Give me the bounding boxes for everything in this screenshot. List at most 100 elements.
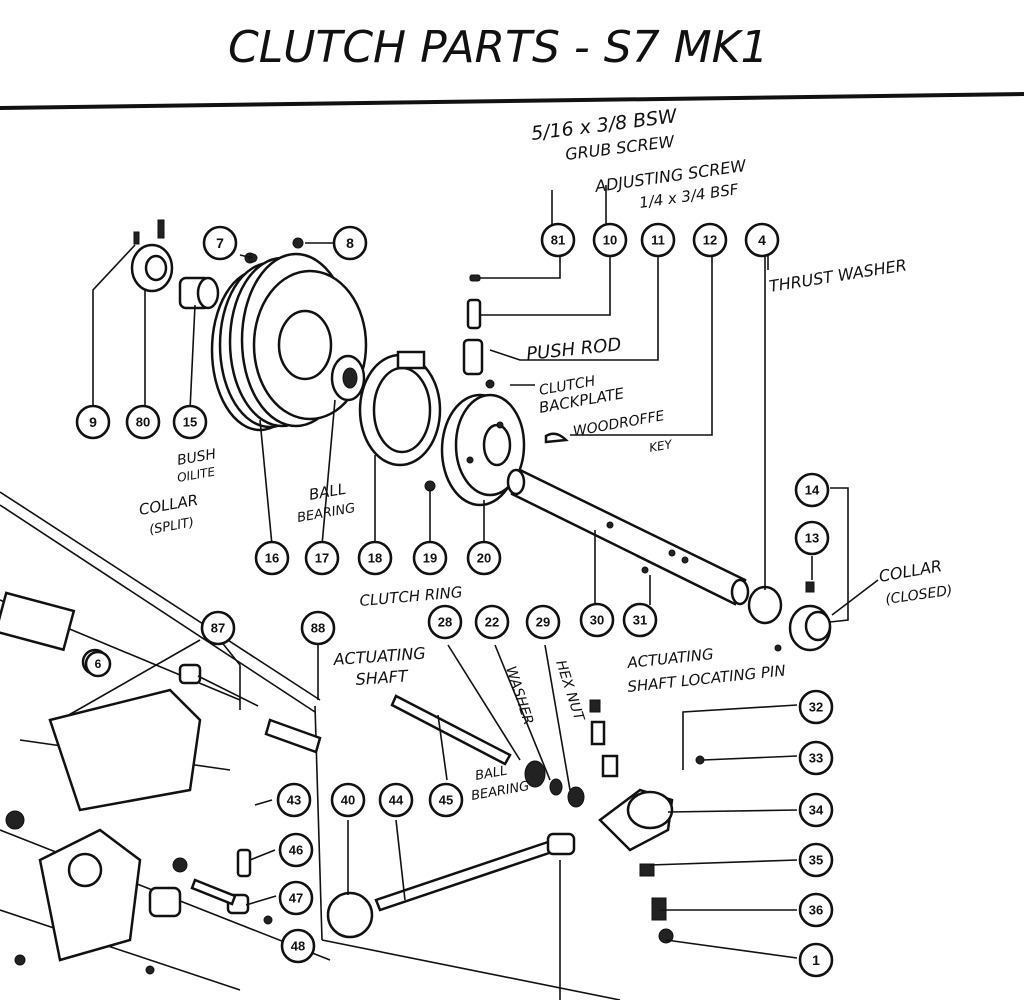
svg-text:9: 9 (89, 414, 97, 430)
svg-text:15: 15 (183, 415, 197, 430)
svg-text:43: 43 (287, 793, 301, 808)
callout-81: 81 (540, 222, 576, 258)
svg-text:44: 44 (389, 793, 404, 808)
callout-15: 15 (172, 404, 208, 440)
oilite-bush-icon (178, 276, 220, 310)
screw-icon (639, 863, 655, 877)
cone-pulley-icon (210, 252, 368, 432)
split-collar-icon (130, 243, 174, 293)
svg-text:29: 29 (536, 615, 550, 630)
callout-13: 13 (794, 520, 830, 556)
svg-text:22: 22 (485, 615, 499, 630)
label-ball-2: BALL (474, 764, 508, 784)
label-bush: BUSH (176, 446, 218, 469)
clutch-backplate-icon (440, 393, 526, 507)
label-key: KEY (648, 437, 675, 455)
svg-text:46: 46 (289, 843, 303, 858)
page-title: CLUTCH PARTS - S7 MK1 (228, 22, 769, 73)
callout-29: 29 (525, 604, 561, 640)
callout-44: 44 (378, 782, 414, 818)
headstock-casting (0, 491, 621, 1000)
callout-10: 10 (592, 222, 628, 258)
callout-7: 7 (202, 225, 238, 261)
callout-36: 36 (798, 892, 834, 928)
callout-48: 48 (280, 928, 316, 964)
actuating-lever-icon (589, 699, 674, 852)
callout-43: 43 (276, 782, 312, 818)
svg-text:45: 45 (439, 793, 453, 808)
callout-40: 40 (330, 782, 366, 818)
svg-text:17: 17 (315, 551, 329, 566)
svg-text:81: 81 (551, 233, 565, 248)
svg-text:7: 7 (216, 235, 224, 251)
grub-screw-icon (462, 274, 495, 389)
nut-icon (292, 237, 304, 249)
svg-text:4: 4 (758, 232, 766, 248)
callout-80: 80 (125, 404, 161, 440)
callout-17: 17 (304, 540, 340, 576)
label-split: (SPLIT) (148, 515, 195, 538)
label-ball: BALL (308, 480, 348, 504)
pin-icon (424, 480, 436, 492)
callout-22: 22 (474, 604, 510, 640)
svg-text:30: 30 (590, 613, 604, 628)
svg-text:13: 13 (805, 531, 819, 546)
svg-text:34: 34 (809, 803, 824, 818)
label-oilite: OILITE (176, 464, 216, 484)
callout-19: 19 (412, 540, 448, 576)
label-thrust-washer: THRUST WASHER (768, 255, 908, 296)
header-rule (0, 92, 1024, 110)
callout-14: 14 (794, 472, 830, 508)
svg-text:18: 18 (368, 551, 382, 566)
svg-text:87: 87 (211, 621, 225, 636)
svg-text:40: 40 (341, 793, 355, 808)
svg-text:19: 19 (423, 551, 437, 566)
callout-47: 47 (278, 880, 314, 916)
svg-text:1: 1 (812, 952, 820, 968)
callout-4: 4 (744, 222, 780, 258)
svg-text:47: 47 (289, 891, 303, 906)
spring-icon (148, 663, 322, 925)
callout-16: 16 (254, 540, 290, 576)
ball-bearing-icon (330, 354, 366, 402)
label-closed: (CLOSED) (884, 583, 953, 608)
woodruff-key-icon (544, 432, 569, 444)
svg-text:33: 33 (809, 751, 823, 766)
svg-text:11: 11 (651, 233, 665, 248)
callout-33: 33 (798, 740, 834, 776)
svg-text:31: 31 (633, 613, 647, 628)
leader-lines (92, 185, 879, 1000)
callout-87: 87 (200, 610, 236, 646)
thrust-washer-icon (747, 585, 783, 625)
callout-12: 12 (692, 222, 728, 258)
locating-pin-icon (641, 566, 649, 574)
screw-icon (651, 897, 667, 921)
clutch-shaft-icon (506, 468, 750, 606)
label-shaft: SHAFT (355, 666, 410, 689)
stud-icon (326, 832, 576, 939)
svg-text:48: 48 (291, 939, 305, 954)
svg-text:14: 14 (805, 483, 820, 498)
svg-text:88: 88 (311, 621, 325, 636)
callout-31: 31 (622, 602, 658, 638)
svg-text:32: 32 (809, 700, 823, 715)
callout-20: 20 (466, 540, 502, 576)
callout-88: 88 (300, 610, 336, 646)
callout-18: 18 (357, 540, 393, 576)
label-collar-split: COLLAR (138, 491, 200, 519)
callout-11: 11 (640, 222, 676, 258)
svg-text:28: 28 (438, 615, 452, 630)
svg-text:6: 6 (95, 657, 102, 671)
callout-32: 32 (798, 689, 834, 725)
callout-1: 1 (798, 942, 834, 978)
clutch-ring-icon (358, 350, 442, 467)
svg-text:36: 36 (809, 903, 823, 918)
actuating-shaft-icon (390, 694, 585, 808)
nut-icon (658, 928, 674, 944)
callout-30: 30 (579, 602, 615, 638)
set-screw-icon (133, 219, 165, 245)
svg-text:16: 16 (265, 551, 279, 566)
label-collar-closed: COLLAR (877, 556, 943, 586)
callout-34: 34 (798, 792, 834, 828)
